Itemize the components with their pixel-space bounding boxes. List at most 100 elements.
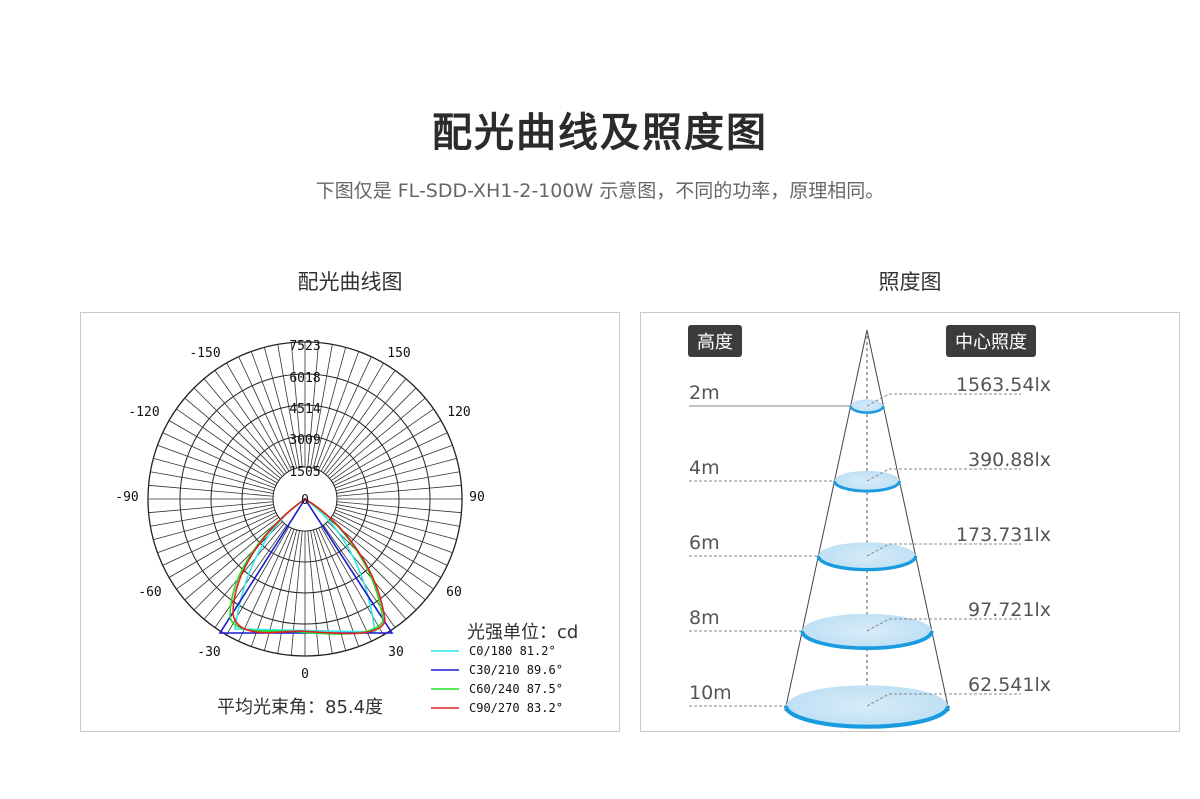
grid-spoke: [162, 512, 277, 566]
angle-label: 120: [447, 405, 470, 420]
radial-label: 1505: [289, 465, 320, 480]
curve-c60-240: [229, 498, 384, 635]
grid-spoke: [330, 517, 434, 590]
legend-label: C60/240 87.5°: [469, 682, 563, 696]
grid-spoke: [290, 530, 303, 656]
grid-spoke: [335, 457, 457, 492]
radial-label: 7523: [289, 339, 320, 354]
grid-spoke: [150, 504, 274, 527]
light-disc-rim: [833, 480, 901, 493]
grid-spoke: [150, 471, 274, 494]
polar-chart-title: 配光曲线图: [297, 270, 403, 294]
grid-spoke: [226, 362, 290, 472]
grid-spoke: [162, 432, 277, 486]
polar-curves: [218, 497, 394, 635]
grid-spoke: [184, 519, 281, 601]
lux-value: 97.721lx: [968, 599, 1051, 621]
grid-spoke: [263, 347, 298, 469]
height-label: 8m: [689, 607, 720, 629]
height-label: 4m: [689, 457, 720, 479]
grid-spoke: [148, 501, 274, 514]
polar-labels: 150530094514601875230306090120150-150-12…: [115, 339, 485, 682]
illuminance-chart-title: 照度图: [878, 270, 942, 294]
grid-spoke: [168, 420, 278, 484]
light-disc-rim: [849, 405, 885, 414]
polar-grid: [147, 341, 463, 657]
grid-spoke: [307, 342, 320, 468]
grid-spoke: [335, 506, 457, 541]
lux-value: 62.541lx: [968, 674, 1051, 696]
grid-spoke: [327, 521, 417, 611]
lux-value: 390.88lx: [968, 449, 1051, 471]
grid-spoke: [214, 524, 287, 628]
grid-spoke: [148, 484, 274, 497]
height-label: 6m: [689, 532, 720, 554]
grid-spoke: [203, 523, 285, 620]
grid-spoke: [250, 351, 295, 470]
light-disc-rim: [784, 705, 950, 729]
angle-label: -90: [115, 490, 138, 505]
lux-pointer: [866, 618, 890, 632]
angle-label: -150: [189, 346, 220, 361]
grid-spoke: [153, 457, 275, 492]
radial-label: 6018: [289, 371, 320, 386]
grid-spoke: [334, 509, 453, 554]
angle-label: 30: [388, 645, 404, 660]
grid-spoke: [290, 342, 303, 468]
polar-chart: 150530094514601875230306090120150-150-12…: [115, 339, 578, 718]
grid-spoke: [336, 484, 462, 497]
grid-spoke: [336, 471, 460, 494]
grid-spoke: [176, 408, 280, 481]
grid-spoke: [333, 512, 448, 566]
grid-spoke: [310, 530, 333, 654]
grid-spoke: [214, 370, 287, 474]
lux-value: 1563.54lx: [956, 374, 1051, 396]
grid-spoke: [318, 356, 372, 471]
grid-spoke: [330, 408, 434, 481]
lux-pointer: [866, 468, 890, 482]
angle-label: 150: [387, 346, 410, 361]
grid-spoke: [325, 378, 407, 475]
grid-spoke: [238, 356, 292, 471]
grid-spoke: [329, 397, 426, 479]
grid-spoke: [327, 387, 417, 477]
lux-pointer: [866, 693, 890, 707]
beam-angle-label: 平均光束角：85.4度: [217, 697, 383, 718]
grid-spoke: [176, 517, 280, 590]
grid-spoke: [323, 370, 396, 474]
grid-spoke: [203, 378, 285, 475]
cone-edge-right: [866, 329, 950, 712]
light-disc-rim: [816, 555, 918, 572]
angle-label: -120: [128, 405, 159, 420]
curve-c90-270: [232, 498, 386, 635]
grid-spoke: [168, 514, 278, 578]
grid-spoke: [325, 523, 407, 620]
grid-spoke: [332, 514, 442, 578]
page-subtitle: 下图仅是 FL-SDD-XH1-2-100W 示意图，不同的功率，原理相同。: [315, 180, 885, 202]
angle-label: -60: [138, 585, 161, 600]
legend-label: C90/270 83.2°: [469, 701, 563, 715]
page-title: 配光曲线及照度图: [432, 110, 768, 156]
angle-label: 0: [301, 667, 309, 682]
lux-value: 173.731lx: [956, 524, 1051, 546]
grid-spoke: [277, 530, 300, 654]
unit-label: 光强单位：cd: [467, 622, 578, 643]
cone-edge-left: [784, 329, 868, 712]
grid-spoke: [336, 504, 460, 527]
legend-label: C30/210 89.6°: [469, 663, 563, 677]
grid-spoke: [315, 351, 360, 470]
angle-label: 90: [469, 490, 485, 505]
grid-spoke: [333, 432, 448, 486]
angle-label: 60: [446, 585, 462, 600]
curve-c0-180: [234, 498, 376, 633]
lux-pointer: [866, 393, 890, 407]
lux-pointer: [866, 543, 890, 557]
grid-spoke: [332, 420, 442, 484]
radial-label: 3009: [289, 433, 320, 448]
center-lux-tag: 中心照度: [946, 325, 1036, 357]
grid-spoke: [315, 528, 360, 647]
grid-spoke: [307, 530, 320, 656]
